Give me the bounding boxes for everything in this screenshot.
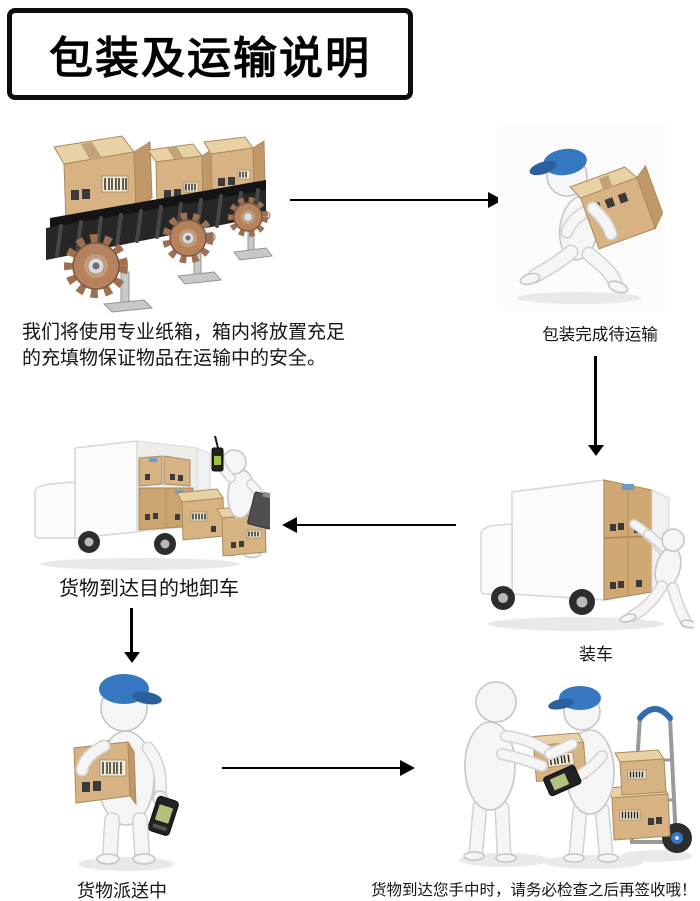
gear-middle	[162, 212, 216, 264]
illustration-unloading-truck	[25, 434, 279, 574]
loading-truck-graphic	[480, 479, 698, 631]
arrow-head-right-icon	[400, 760, 415, 776]
step5-caption: 货物派送中	[77, 881, 167, 901]
conveyor-stands	[102, 225, 273, 313]
courier-legs	[96, 812, 156, 865]
illustration-loading-truck	[476, 466, 698, 636]
arrow-shaft	[290, 199, 490, 201]
walkie-talkie	[211, 435, 224, 472]
step6-caption: 货物到达您手中时，请务必检查之后再签收哦！	[371, 882, 697, 899]
unloading-truck-graphic	[34, 435, 279, 570]
step1-caption-line1: 我们将使用专业纸箱，箱内将放置充足	[22, 322, 346, 343]
box-truck	[480, 479, 670, 615]
title-box: 包装及运输说明	[7, 8, 413, 100]
arrow-head-down-icon	[124, 652, 140, 663]
step2-caption: 包装完成待运输	[542, 325, 658, 344]
courier-standing-graphic	[73, 674, 179, 871]
step4-caption: 货物到达目的地卸车	[59, 578, 239, 600]
flow-arrow-right-1	[290, 192, 503, 208]
unloaded-box-a	[176, 488, 225, 541]
flow-arrow-left-1	[282, 517, 456, 533]
illustration-courier-standing	[50, 656, 202, 876]
page-title: 包装及运输说明	[49, 34, 371, 83]
customer-figure	[463, 681, 517, 863]
arrow-head-down-icon	[588, 445, 604, 456]
gear-large	[64, 234, 128, 298]
arrow-shaft	[295, 524, 456, 526]
arrow-shaft	[594, 356, 597, 446]
dolly-blue-handle	[637, 706, 673, 721]
flow-arrow-down-2	[124, 608, 140, 663]
flow-arrow-right-2	[222, 760, 415, 776]
arrow-shaft	[130, 608, 133, 653]
handheld-scanner	[543, 764, 582, 797]
step1-caption-line2: 的充填物保证物品在运输中的安全。	[22, 348, 327, 369]
courier-running-graphic	[498, 125, 666, 311]
illustration-courier-running	[497, 124, 667, 316]
flow-arrow-down-1	[588, 356, 604, 456]
handoff-graphic	[459, 681, 692, 869]
running-figure-limbs	[519, 201, 629, 294]
step3-caption: 装车	[579, 645, 613, 664]
dolly-box-upper	[614, 749, 667, 796]
gear-right	[228, 197, 271, 237]
arrow-shaft	[222, 767, 402, 769]
conveyor-with-boxes-graphic	[46, 135, 273, 313]
loading-figure	[619, 519, 698, 629]
arrow-head-left-icon	[282, 517, 297, 533]
carton-box-large	[53, 135, 153, 223]
handheld-scanner	[147, 795, 179, 836]
step1-caption: 我们将使用专业纸箱，箱内将放置充足 的充填物保证物品在运输中的安全。	[22, 320, 345, 372]
illustration-conveyor-with-boxes	[26, 114, 278, 314]
illustration-handoff-with-dolly	[444, 670, 696, 875]
